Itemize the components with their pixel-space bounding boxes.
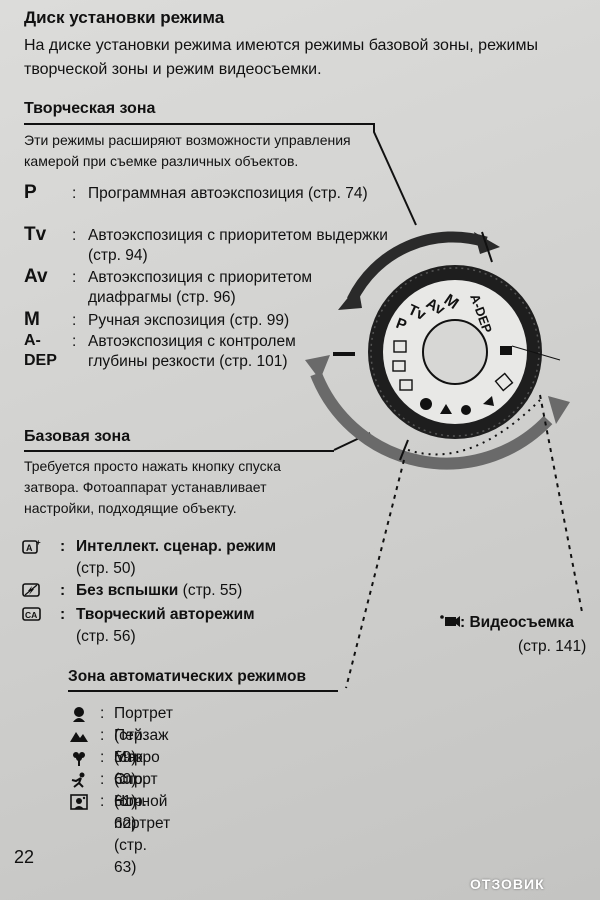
dial-landscape-icon <box>440 404 452 414</box>
creative-zone-leader <box>373 123 417 226</box>
landscape-icon <box>70 732 88 742</box>
colon: : <box>100 749 105 766</box>
auto-mode-text: Портрет (стр. 59) <box>114 705 173 766</box>
mode-symbol: M <box>24 309 40 330</box>
dial-label-tv: Tv <box>405 301 429 324</box>
basic-mode-text: Интеллект. сценар. режим (стр. 50) <box>76 536 356 580</box>
basic-mode-page: (стр. 50) <box>76 560 136 577</box>
dial-portrait-icon <box>420 398 432 410</box>
dial-movie-icon <box>500 346 512 355</box>
movie-tick <box>511 345 561 361</box>
colon: : <box>100 727 105 744</box>
movie-mode-label: : Видеосъемка <box>440 614 574 632</box>
auto-zone-dotted-arc <box>407 399 541 456</box>
dial-center <box>422 319 488 385</box>
colon: : <box>72 333 77 350</box>
dial-index-mark <box>333 352 355 356</box>
colon: : <box>100 793 105 810</box>
creative-auto-icon: CA <box>22 607 41 621</box>
auto-zone-leader <box>345 459 405 689</box>
colon: : <box>100 705 105 722</box>
dial-sport-icon <box>483 396 494 406</box>
dial-macro-icon <box>461 405 471 415</box>
mode-symbol: Tv <box>24 224 47 245</box>
night-portrait-icon <box>70 794 88 810</box>
watermark-logo: ОТЗОВИК <box>470 876 545 892</box>
basic-mode-page: (стр. 56) <box>76 628 136 645</box>
basic-zone-title: Базовая зона <box>24 428 131 445</box>
mode-text: Программная автоэкспозиция (стр. 74) <box>88 185 368 202</box>
colon: : <box>460 614 466 631</box>
mode-symbol: Av <box>24 266 48 287</box>
colon: : <box>60 606 66 623</box>
portrait-icon <box>73 707 85 722</box>
dial-flash-off-icon <box>392 360 406 372</box>
basic-mode-name: Творческий авторежим <box>76 606 255 623</box>
mode-text: Автоэкспозиция с приоритетом выдержки (с… <box>88 227 388 264</box>
creative-zone-title: Творческая зона <box>24 100 156 117</box>
sport-icon <box>71 772 85 788</box>
auto-mode-text: Пейзаж (стр. 60) <box>114 727 169 788</box>
auto-zone-tick <box>399 439 409 461</box>
mode-text: Ручная экспозиция (стр. 99) <box>88 312 290 329</box>
movie-leader <box>539 394 583 613</box>
svg-text:CA: CA <box>25 610 37 620</box>
basic-zone-arc <box>310 371 553 470</box>
arrow-head-basic-left <box>305 355 330 380</box>
colon: : <box>100 771 105 788</box>
auto-zone-title: Зона автоматических режимов <box>68 668 306 685</box>
arrow-head-basic-right <box>548 396 570 424</box>
basic-zone-rule <box>24 450 334 452</box>
auto-mode-text: Макро (стр. 61) <box>114 749 160 810</box>
intro-text: На диске установки режима имеются режимы… <box>24 37 538 78</box>
colon: : <box>72 269 77 286</box>
creative-zone-rule <box>24 123 374 125</box>
basic-mode-name: Интеллект. сценар. режим <box>76 538 277 555</box>
intelligent-scene-icon: A + <box>22 538 41 554</box>
basic-mode-text: Творческий авторежим (стр. 56) <box>76 604 356 648</box>
svg-text:+: + <box>36 538 41 547</box>
movie-label: Видеосъемка <box>469 614 574 631</box>
basic-mode-name: Без вспышки <box>76 582 179 599</box>
colon: : <box>72 312 77 329</box>
mode-symbol: A-DEP <box>24 332 57 369</box>
dial-ca-icon <box>399 379 413 391</box>
mode-symbol: P <box>24 182 37 203</box>
colon: : <box>72 185 77 202</box>
svg-text:A: A <box>26 543 33 553</box>
macro-icon <box>73 752 85 766</box>
dial-night-portrait-icon <box>494 372 514 392</box>
colon: : <box>60 538 66 555</box>
auto-zone-rule <box>68 690 338 692</box>
dial-intelligent-icon <box>393 340 407 353</box>
mode-text: Автоэкспозиция с приоритетом диафрагмы (… <box>88 269 313 306</box>
movie-icon <box>440 615 460 627</box>
basic-mode-page: (стр. 55) <box>182 582 243 599</box>
arrow-head-right <box>474 232 500 254</box>
page-title: Диск установки режима <box>24 8 225 27</box>
creative-zone-description: Эти режимы расширяют возможности управле… <box>24 132 351 169</box>
flash-off-icon <box>22 583 40 597</box>
basic-zone-description: Требуется просто нажать кнопку спуска за… <box>24 458 281 516</box>
auto-mode-text: Ночной портрет (стр. 63) <box>114 793 171 876</box>
creative-zone-tick <box>481 231 493 263</box>
basic-mode-text: Без вспышки (стр. 55) <box>76 580 356 602</box>
page-number: 22 <box>14 847 35 867</box>
mode-text: Автоэкспозиция с контролем глубины резко… <box>88 333 296 370</box>
dial-knurl <box>370 267 540 437</box>
creative-zone-arc <box>347 231 488 303</box>
colon: : <box>72 227 77 244</box>
arrow-head-left <box>338 285 362 310</box>
movie-page-ref: (стр. 141) <box>518 638 587 655</box>
colon: : <box>60 582 66 599</box>
auto-mode-text: Спорт (стр. 62) <box>114 771 158 832</box>
